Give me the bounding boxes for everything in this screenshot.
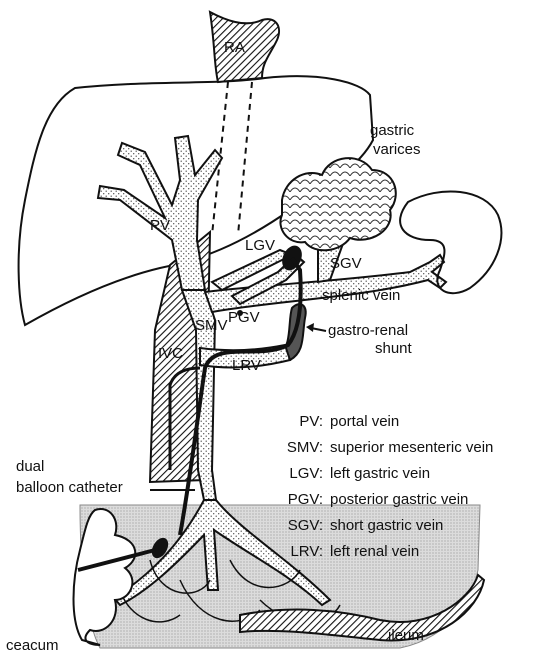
legend-abbr: LGV:	[289, 465, 323, 482]
label-ileum: ileum	[388, 627, 424, 644]
legend-text: posterior gastric vein	[330, 491, 468, 508]
legend-abbr: SMV:	[287, 439, 323, 456]
dashed-path-right	[238, 82, 252, 235]
gastric-varices	[280, 158, 395, 250]
label-sgv: SGV	[330, 255, 362, 272]
label-lgv: LGV	[245, 237, 275, 254]
label-pv: PV	[150, 217, 170, 234]
legend-abbr: SGV:	[288, 517, 323, 534]
label-catheter-2: balloon catheter	[16, 479, 123, 496]
legend-text: portal vein	[330, 413, 399, 430]
legend-abbr: PV:	[299, 413, 323, 430]
label-lrv: LRV	[232, 357, 261, 374]
label-gastro-renal-1: gastro-renal	[328, 322, 408, 339]
label-ra: RA	[224, 39, 245, 56]
pgv-junction-dot	[237, 310, 243, 316]
label-catheter-1: dual	[16, 458, 44, 475]
legend-text: superior mesenteric vein	[330, 439, 493, 456]
legend-abbr: LRV:	[290, 543, 323, 560]
label-gastro-renal-2: shunt	[375, 340, 413, 357]
legend-text: short gastric vein	[330, 517, 443, 534]
legend-text: left renal vein	[330, 543, 419, 560]
label-pgv: PGV	[228, 309, 260, 326]
label-gastric-varices-2: varices	[373, 141, 421, 158]
label-ceacum: ceacum	[6, 637, 59, 653]
legend-abbr: PGV:	[288, 491, 323, 508]
label-gastric-varices-1: gastric	[370, 122, 415, 139]
legend-text: left gastric vein	[330, 465, 430, 482]
label-ivc: IVC	[158, 345, 183, 362]
shunt-arrowhead	[306, 323, 314, 332]
label-splenic-vein: splenic vein	[322, 287, 400, 304]
label-smv: SMV	[195, 317, 228, 334]
